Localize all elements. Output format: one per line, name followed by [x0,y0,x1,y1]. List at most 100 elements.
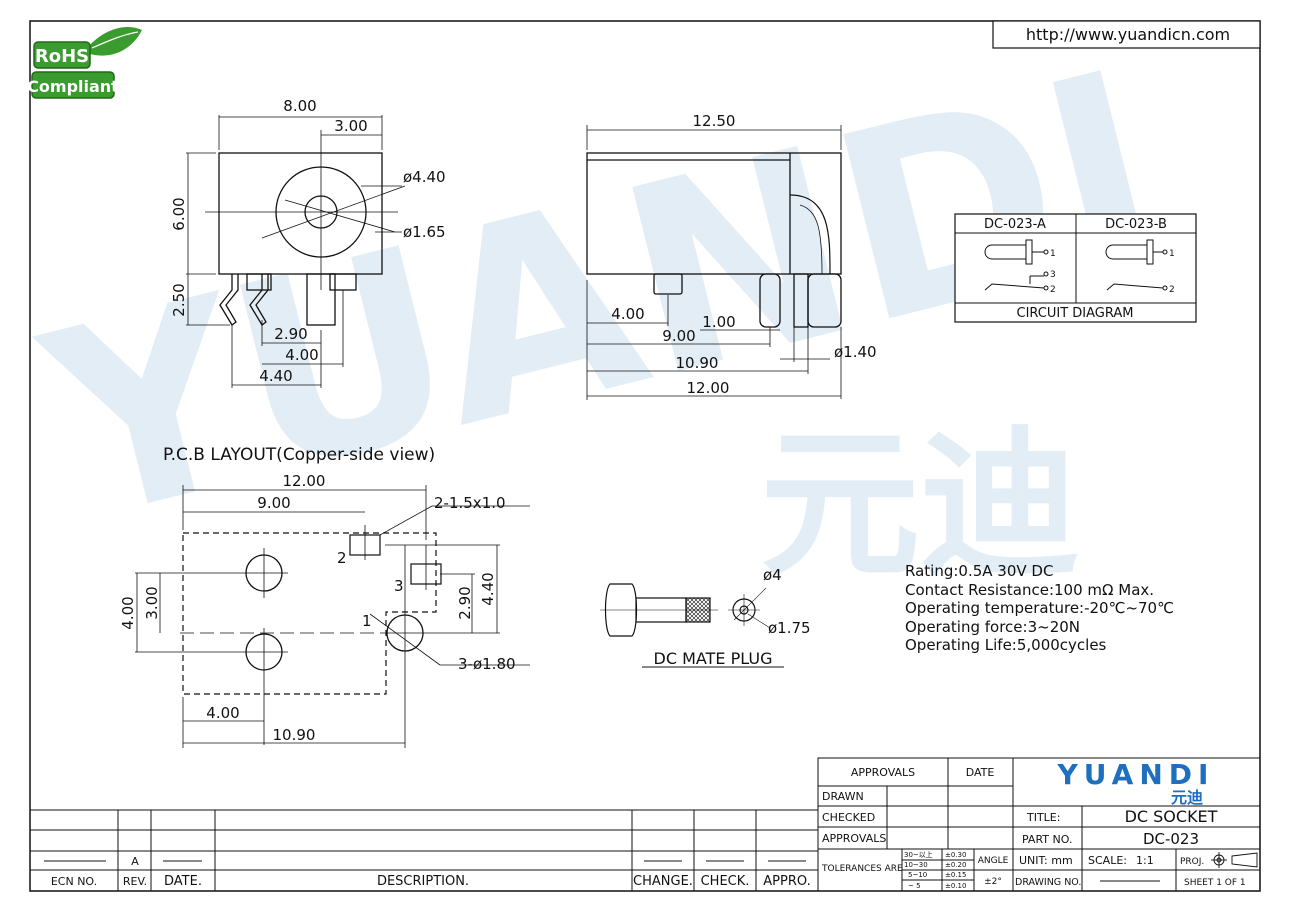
tol-value-4: ±0.10 [945,882,966,890]
checked-label: CHECKED [822,811,875,824]
ecn-header: ECN NO. [51,875,97,888]
date-col-header: DATE [966,766,995,779]
front-view [186,115,406,388]
dim-side-total: 12.00 [687,379,730,397]
spec-resistance: Contact Resistance:100 mΩ Max. [905,581,1154,599]
sheet-border [29,20,1261,892]
url-box [992,20,1261,49]
side-body [586,152,842,275]
title-block-text: APPROVALS DATE DRAWN CHECKED APPROVALS T… [821,758,1258,890]
dim-front-height: 6.00 [170,197,188,230]
watermark-cn: 元迪 [760,411,1080,598]
title-label: TITLE: [1026,811,1060,824]
dim-pin-spacing-3: 4.40 [259,367,292,385]
dim-side-pin3: 10.90 [676,354,719,372]
rohs-text: RoHS [35,46,89,67]
circuit-b-pin1: 1 [1169,249,1175,259]
front-view-dims: 8.00 3.00 6.00 2.50 ø4.40 ø1.65 2.90 4.0… [170,97,446,385]
scale-label: SCALE: [1088,854,1127,867]
angle-label: ANGLE [978,856,1009,866]
spec-life: Operating Life:5,000cycles [905,636,1107,654]
unit-label: UNIT: mm [1019,854,1073,867]
tol-value-1: ±0.30 [945,851,966,859]
dim-side-pin1: 4.00 [611,305,644,323]
change-header: CHANGE. [633,874,693,889]
part-value: DC-023 [1143,830,1199,848]
pcb-pin-3: 3 [394,577,404,595]
dim-side-gap: 1.00 [702,313,735,331]
plug-head [604,583,638,637]
tol-value-2: ±0.20 [945,861,966,869]
spec-rating: Rating:0.5A 30V DC [905,562,1053,580]
dim-side-pin-dia: ø1.40 [834,343,877,361]
description-header: DESCRIPTION. [377,874,469,889]
side-view-dims: 12.50 4.00 1.00 9.00 10.90 12.00 ø1.40 [611,112,876,397]
dim-pcb-pad-offset: 9.00 [257,494,290,512]
dim-pcb-slot-3: 2.90 [456,586,474,619]
dc-mate-plug [600,583,784,668]
dim-pin-length: 2.50 [170,283,188,316]
approvals-label: APPROVALS [822,832,886,845]
tolerances-label: TOLERANCES ARE [821,864,903,874]
leaf-icon [84,26,142,56]
circuit-diagram: DC-023-A DC-023-B 1 3 2 1 2 CIRCUIT DIAG… [954,213,1197,323]
compliant-text: Compliant [27,77,119,96]
circuit-col-a: DC-023-A [984,217,1046,232]
date-header: DATE. [164,874,202,889]
title-value: DC SOCKET [1125,807,1218,826]
dim-pin-spacing-2: 4.00 [285,346,318,364]
part-label: PART NO. [1022,833,1072,846]
dim-front-offset: 3.00 [334,117,367,135]
pcb-dims: 12.00 9.00 2-1.5x1.0 4.00 3.00 2.90 4.40… [119,472,516,744]
dim-pcb-hole-x: 4.00 [206,704,239,722]
revision-labels: A ECN NO. REV. DATE. DESCRIPTION. CHANGE… [51,855,811,889]
plug-label: DC MATE PLUG [654,649,773,668]
yuandi-logo: YUANDI [1057,758,1215,791]
dim-side-pin2: 9.00 [662,327,695,345]
proj-label: PROJ. [1180,857,1204,867]
approvals-header: APPROVALS [851,766,915,779]
dim-plug-diameter: ø4 [763,566,782,584]
circuit-a-pin1: 1 [1050,249,1056,259]
tol-range-4: ~ 5 [908,882,921,890]
tol-value-3: ±0.15 [945,871,966,879]
dim-pcb-hole-spacing: 4.00 [119,596,137,629]
spec-temperature: Operating temperature:-20℃~70℃ [905,599,1174,617]
drawing-no-label: DRAWING NO. [1015,877,1081,888]
circuit-a-pin2: 2 [1050,285,1056,295]
tol-range-1: 30~以上 [904,850,933,859]
dim-pcb-slot-2: 4.40 [479,572,497,605]
dim-plug-pin: ø1.75 [768,619,811,637]
tol-range-2: 10~30 [904,861,928,869]
title-block [817,757,1261,892]
dim-pin-spacing-1: 2.90 [274,325,307,343]
circuit-a-pin3: 3 [1050,270,1056,280]
check-header: CHECK. [701,874,750,889]
dim-side-length: 12.50 [693,112,736,130]
url-text[interactable]: http://www.yuandicn.com [1026,25,1230,44]
angle-value: ±2° [984,877,1002,887]
dim-pcb-slot: 2-1.5x1.0 [434,494,506,512]
tol-range-3: 5~10 [908,871,927,879]
rohs-logo: RoHS Compliant [27,26,142,99]
rev-header: REV. [123,875,147,888]
pcb-title: P.C.B LAYOUT(Copper-side view) [163,445,435,465]
dim-front-width: 8.00 [283,97,316,115]
specifications: Rating:0.5A 30V DC Contact Resistance:10… [905,562,1174,654]
drawn-label: DRAWN [822,790,864,803]
projection-icon [1211,852,1258,868]
sheet-label: SHEET 1 OF 1 [1184,878,1246,888]
pcb-pin-1: 1 [362,612,372,630]
pcb-outline [182,532,437,695]
dim-outer-diameter: ø4.40 [403,168,446,186]
dim-pcb-centerline: 3.00 [143,586,161,619]
appro-header: APPRO. [763,874,810,889]
front-body [218,152,383,275]
circuit-col-b: DC-023-B [1105,217,1167,232]
circuit-caption: CIRCUIT DIAGRAM [1017,306,1134,321]
pcb-pin-2: 2 [337,549,347,567]
pcb-layout [135,485,530,748]
yuandi-logo-cn: 元迪 [1171,788,1203,807]
side-view [586,125,842,400]
